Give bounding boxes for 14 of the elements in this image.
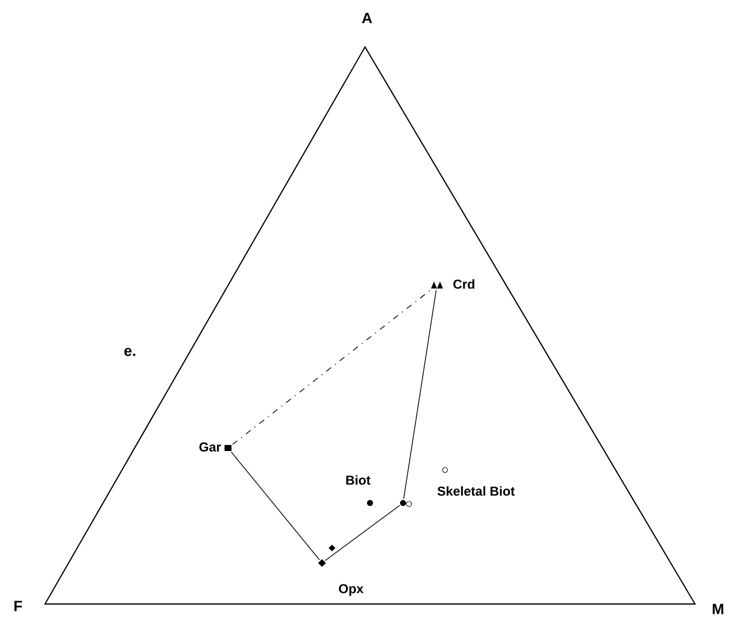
vertex-label: F	[14, 600, 22, 612]
point-label: Biot	[346, 475, 370, 485]
vertex-label: M	[712, 604, 724, 614]
point-label: Crd	[453, 279, 474, 289]
point-label: Skeletal Biot	[438, 486, 515, 496]
data-point	[400, 500, 412, 507]
vertex-label: e.	[124, 348, 136, 356]
point-label: Gar	[199, 442, 221, 452]
connector-line	[403, 290, 437, 500]
connector-line	[232, 289, 432, 445]
vertex-label: A	[362, 12, 372, 24]
connector-line	[230, 452, 320, 560]
point-label: Opx	[338, 584, 364, 596]
connector-line	[324, 505, 400, 561]
